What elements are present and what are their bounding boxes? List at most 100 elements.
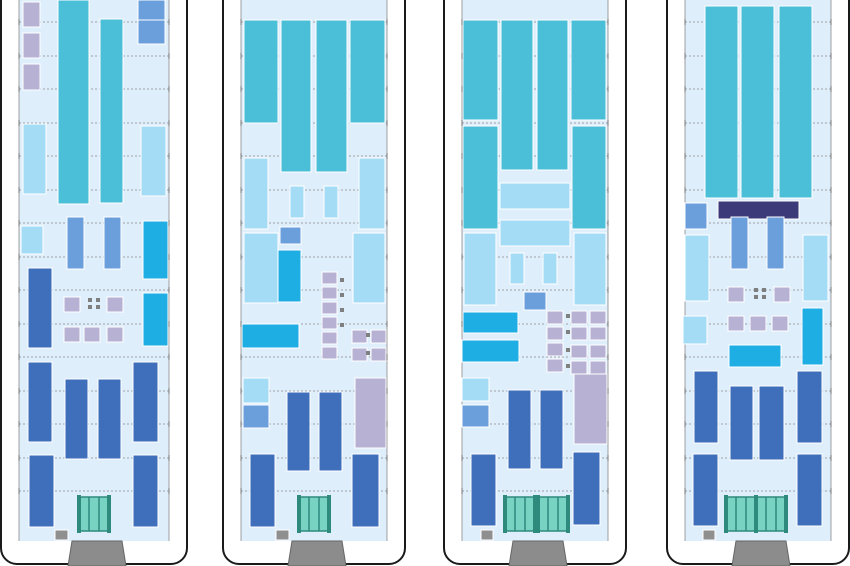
block-pale-blue [140, 125, 167, 197]
fastener-dot [566, 364, 570, 368]
block-cyan [280, 19, 312, 173]
block-dark-blue [286, 391, 311, 472]
block-cyan [57, 0, 90, 205]
fastener-dot [340, 278, 344, 282]
block-lavender [351, 329, 368, 344]
block-lavender [589, 326, 607, 341]
block-lavender [573, 373, 608, 445]
block-pale-blue [358, 157, 386, 230]
fastener-dot [88, 305, 92, 309]
block-lavender [370, 347, 387, 362]
fastener-dot [96, 298, 100, 302]
block-cyan [740, 5, 775, 199]
block-lavender [570, 326, 588, 341]
block-pale-blue [542, 252, 558, 285]
block-mid-blue [137, 19, 166, 45]
block-dark-blue [729, 385, 754, 461]
block-lavender [749, 315, 767, 332]
block-pale-blue [323, 185, 339, 219]
block-dark-blue [539, 389, 564, 470]
block-pale-blue [243, 232, 279, 304]
fastener-dot [754, 288, 758, 292]
block-dark-blue [351, 453, 380, 528]
winch-drum [755, 496, 787, 532]
winch [77, 495, 111, 533]
block-bright-cyan [462, 311, 519, 334]
fastener-dot [762, 295, 766, 299]
block-pale-blue [573, 232, 607, 306]
block-pale-blue [352, 232, 386, 304]
block-mid-blue [279, 226, 302, 245]
winch-flange [784, 495, 788, 533]
block-cyan [315, 19, 348, 173]
winch-flange [327, 495, 331, 533]
block-lavender [727, 286, 745, 303]
block-lavender [354, 377, 387, 449]
block-lavender [321, 301, 338, 315]
block-grey [54, 529, 69, 541]
block-lavender [570, 310, 588, 325]
block-dark-blue [132, 361, 159, 443]
fastener-dot [762, 288, 766, 292]
block-lavender [771, 315, 789, 332]
block-lavender [22, 1, 41, 28]
fastener-dot [340, 323, 344, 327]
fastener-dot [96, 305, 100, 309]
block-lavender [321, 346, 338, 360]
block-pale-blue [682, 315, 708, 345]
block-lavender [589, 360, 607, 375]
block-lavender [370, 329, 387, 344]
block-mid-blue [242, 404, 270, 429]
block-cyan [462, 125, 499, 230]
block-mid-blue [766, 216, 785, 270]
winch-flange [566, 495, 570, 533]
block-cyan [536, 19, 569, 171]
block-pale-blue [463, 232, 497, 306]
block-pale-blue [461, 377, 490, 402]
block-lavender [22, 63, 41, 91]
block-pale-blue [289, 185, 305, 219]
block-pale-blue [20, 225, 44, 255]
fastener-dot [566, 314, 570, 318]
block-cyan [500, 19, 534, 171]
stern-chute [508, 540, 568, 566]
block-lavender [570, 360, 588, 375]
block-dark-blue [27, 267, 53, 349]
block-dark-blue [470, 453, 497, 527]
block-lavender [546, 342, 564, 357]
block-cyan [704, 5, 739, 199]
block-bright-cyan [241, 323, 300, 349]
block-dark-blue [572, 451, 601, 526]
stern-chute [731, 540, 791, 566]
fastener-dot [566, 348, 570, 352]
block-grey [702, 529, 716, 541]
block-lavender [546, 358, 564, 373]
block-pale-blue [242, 377, 270, 404]
panel-layout-c [443, 0, 627, 566]
winch [297, 495, 331, 533]
block-lavender [546, 310, 564, 325]
block-lavender [83, 326, 101, 343]
block-dark-blue [27, 361, 53, 443]
block-lavender [570, 344, 588, 359]
block-bright-cyan [142, 292, 169, 347]
block-lavender [321, 316, 338, 330]
block-lavender [321, 271, 338, 285]
block-cyan [243, 19, 279, 124]
fastener-dot [340, 293, 344, 297]
panel-layout-d [666, 0, 850, 566]
block-lavender [351, 347, 368, 362]
winch-drum [504, 496, 536, 532]
block-grey [275, 529, 290, 541]
block-lavender [321, 331, 338, 345]
stern-chute [287, 540, 347, 566]
block-mid-blue [730, 216, 749, 270]
block-lavender [106, 326, 124, 343]
block-lavender [589, 344, 607, 359]
block-dark-blue [64, 378, 89, 460]
block-bright-cyan [461, 339, 520, 363]
winch-flange [503, 495, 507, 533]
winch-drum [725, 496, 757, 532]
winch [724, 495, 758, 533]
fastener-dot [340, 308, 344, 312]
